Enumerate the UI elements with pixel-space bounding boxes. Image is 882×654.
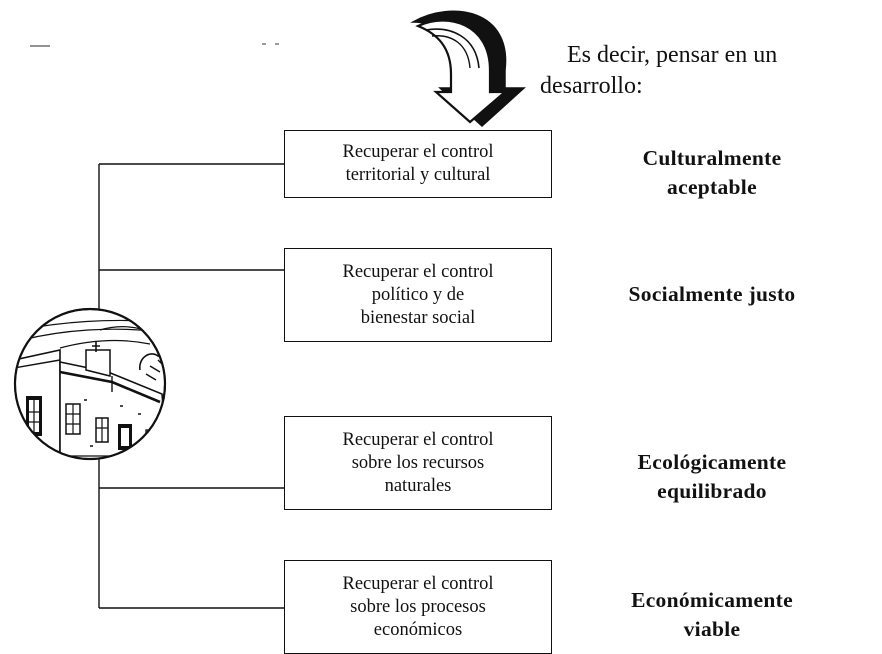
box-line: naturales <box>384 475 452 496</box>
town-building-illustration <box>13 307 167 461</box>
box-line: político y de <box>371 284 465 305</box>
result-label-social: Socialmente justo <box>572 280 852 309</box>
control-box-territorial: Recuperar el control territorial y cultu… <box>284 130 552 198</box>
box-line: Recuperar el control <box>342 261 494 282</box>
result-label-economico: Económicamente viable <box>572 586 852 644</box>
result-line: aceptable <box>667 175 757 199</box>
box-line: Recuperar el control <box>342 142 494 162</box>
box-line: territorial y cultural <box>345 165 491 185</box>
control-box-recursos: Recuperar el control sobre los recursos … <box>284 416 552 510</box>
result-line: equilibrado <box>657 479 767 503</box>
scan-marks <box>30 43 279 47</box>
intro-line-2: desarrollo: <box>540 73 643 99</box>
connector-lines <box>98 163 284 609</box>
result-label-ecologico: Ecológicamente equilibrado <box>572 448 852 506</box>
box-line: bienestar social <box>360 307 476 328</box>
box-line: Recuperar el control <box>342 429 494 450</box>
box-line: económicos <box>373 619 463 640</box>
result-line: Ecológicamente <box>637 450 787 474</box>
control-box-economicos: Recuperar el control sobre los procesos … <box>284 560 552 654</box>
intro-line-1: Es decir, pensar en un <box>567 42 778 68</box>
result-line: Socialmente justo <box>628 282 796 306</box>
intro-text: Es decir, pensar en un desarrollo: <box>540 40 880 102</box>
box-line: sobre los procesos <box>350 596 486 617</box>
result-line: Culturalmente <box>642 146 782 170</box>
box-line: Recuperar el control <box>342 573 494 594</box>
control-box-politico: Recuperar el control político y de biene… <box>284 248 552 342</box>
result-line: Económicamente <box>631 588 793 612</box>
box-line: sobre los recursos <box>351 452 485 473</box>
curved-down-arrow-icon <box>410 10 526 128</box>
result-label-cultural: Culturalmente aceptable <box>572 144 852 202</box>
result-line: viable <box>683 617 741 641</box>
